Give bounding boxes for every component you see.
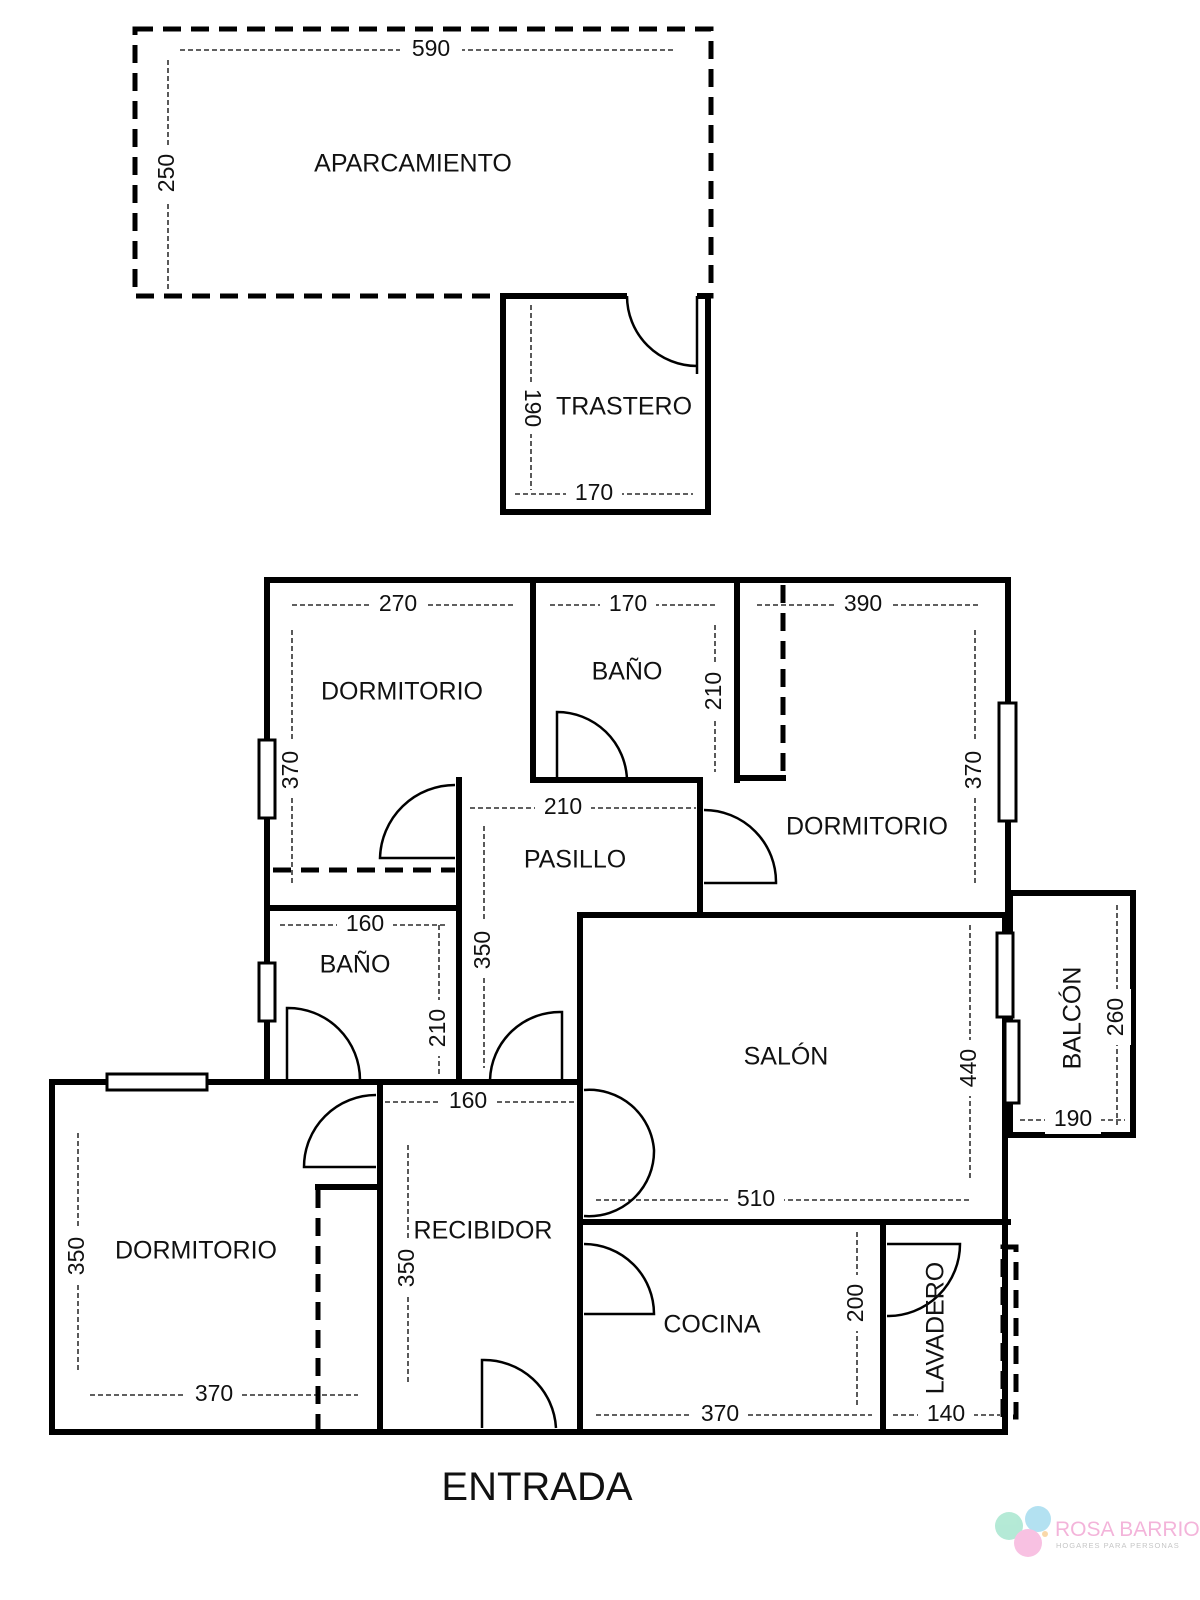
dim-living-width: 510 xyxy=(737,1185,775,1211)
room-label-bedroom-2: DORMITORIO xyxy=(786,813,948,841)
house-walls xyxy=(49,577,1136,1435)
storage-door-icon xyxy=(625,295,699,374)
dim-living-height: 440 xyxy=(955,1049,981,1087)
parking-outline xyxy=(132,26,714,299)
dimension-lines xyxy=(77,49,1125,1416)
entrance-label: ENTRADA xyxy=(441,1465,632,1509)
room-label-hallway: PASILLO xyxy=(524,846,626,874)
dim-hallway-height: 350 xyxy=(469,931,495,969)
dimension-labels: 590 250 190 170 270 370 170 210 390 370 … xyxy=(63,35,1131,1429)
room-label-bedroom-3: DORMITORIO xyxy=(115,1237,277,1265)
dim-parking-height: 250 xyxy=(153,154,179,192)
dim-bedroom-2-width: 390 xyxy=(844,590,882,616)
dim-storage-width: 170 xyxy=(575,479,613,505)
dim-laundry-width: 140 xyxy=(927,1400,965,1426)
dim-bedroom-3-height: 350 xyxy=(63,1237,89,1275)
dim-balcony-height: 260 xyxy=(1102,998,1128,1036)
room-label-entrance-hall: RECIBIDOR xyxy=(414,1217,553,1245)
window-icons xyxy=(105,701,1021,1105)
brand-logo: ROSA BARRIOS HOGARES PARA PERSONAS xyxy=(995,1506,1200,1557)
dim-bathroom-2-width: 160 xyxy=(346,910,384,936)
room-label-bathroom-1: BAÑO xyxy=(592,657,663,686)
dim-kitchen-height: 200 xyxy=(842,1284,868,1322)
dim-bathroom-1-width: 170 xyxy=(609,590,647,616)
dim-bedroom-1-width: 270 xyxy=(379,590,417,616)
room-label-living-room: SALÓN xyxy=(744,1042,829,1071)
room-label-bathroom-2: BAÑO xyxy=(320,950,391,979)
room-label-storage: TRASTERO xyxy=(556,393,692,421)
dim-entrance-width: 160 xyxy=(449,1087,487,1113)
dim-parking-width: 590 xyxy=(412,35,450,61)
dim-bathroom-2-height: 210 xyxy=(424,1009,450,1047)
dim-balcony-width: 190 xyxy=(1054,1105,1092,1131)
dim-entrance-height: 350 xyxy=(393,1249,419,1287)
dim-bathroom-1-height: 210 xyxy=(700,672,726,710)
room-label-balcony: BALCÓN xyxy=(1058,967,1087,1070)
room-label-kitchen: COCINA xyxy=(663,1311,761,1339)
door-icons xyxy=(285,710,962,1429)
dim-storage-height: 190 xyxy=(520,389,546,427)
room-label-laundry: LAVADERO xyxy=(922,1262,950,1394)
storage-walls xyxy=(500,293,711,515)
dim-bedroom-3-width: 370 xyxy=(195,1380,233,1406)
logo-name: ROSA BARRIOS xyxy=(1055,1518,1200,1541)
dim-bedroom-1-height: 370 xyxy=(277,751,303,789)
room-label-parking: APARCAMIENTO xyxy=(314,150,512,178)
dim-hallway-width: 210 xyxy=(544,793,582,819)
dim-bedroom-2-height: 370 xyxy=(960,751,986,789)
dim-kitchen-width: 370 xyxy=(701,1400,739,1426)
room-label-bedroom-1: DORMITORIO xyxy=(321,678,483,706)
logo-tagline: HOGARES PARA PERSONAS xyxy=(1056,1541,1180,1550)
